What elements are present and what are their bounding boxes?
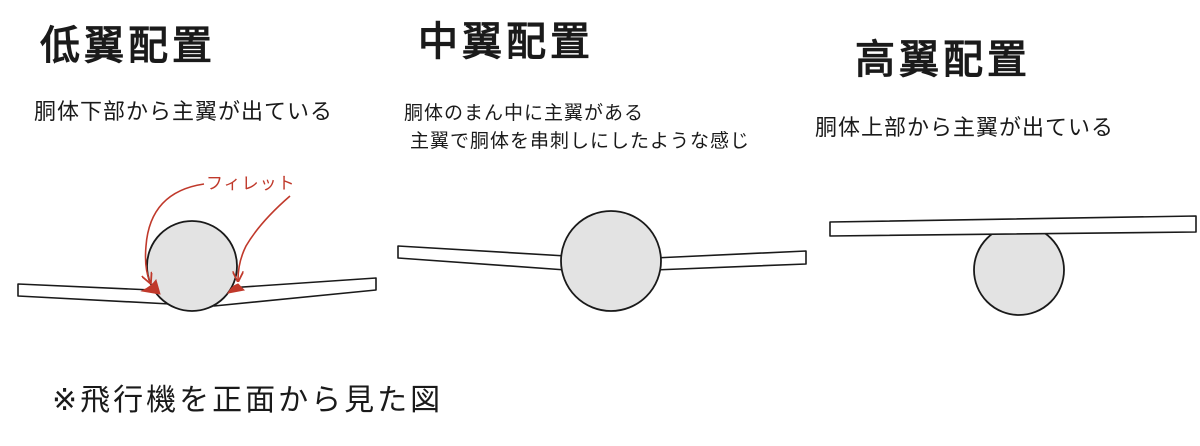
high-wing-fuselage <box>973 224 1065 316</box>
mid-wing-fuselage <box>560 210 662 312</box>
low-wing-right-wing <box>213 277 377 307</box>
title-high-wing: 高翼配置 <box>855 37 1031 83</box>
fillet-arrow-right <box>238 195 291 280</box>
low-wing-fillet-right <box>227 283 246 294</box>
low-wing-fuselage <box>146 220 238 312</box>
mid-wing-left-wing <box>397 245 567 271</box>
title-low-wing: 低翼配置 <box>40 23 216 69</box>
mid-wing-diagram <box>397 210 807 312</box>
description-mid-wing-line2: 主翼で胴体を串刺しにしたような感じ <box>410 130 751 152</box>
fillet-arrow-left <box>146 183 205 282</box>
low-wing-left-wing <box>17 283 171 305</box>
high-wing-wing <box>829 215 1197 237</box>
description-low-wing: 胴体下部から主翼が出ている <box>34 100 334 125</box>
title-mid-wing: 中翼配置 <box>418 19 594 65</box>
high-wing-diagram <box>829 215 1197 316</box>
mid-wing-right-wing <box>653 250 807 271</box>
description-mid-wing-line1: 胴体のまん中に主翼がある <box>404 102 645 124</box>
description-high-wing: 胴体上部から主翼が出ている <box>815 116 1115 141</box>
low-wing-diagram <box>17 183 377 312</box>
fillet-annotation-label: フィレット <box>206 174 296 194</box>
footnote: ※飛行機を正面から見た図 <box>52 383 444 418</box>
